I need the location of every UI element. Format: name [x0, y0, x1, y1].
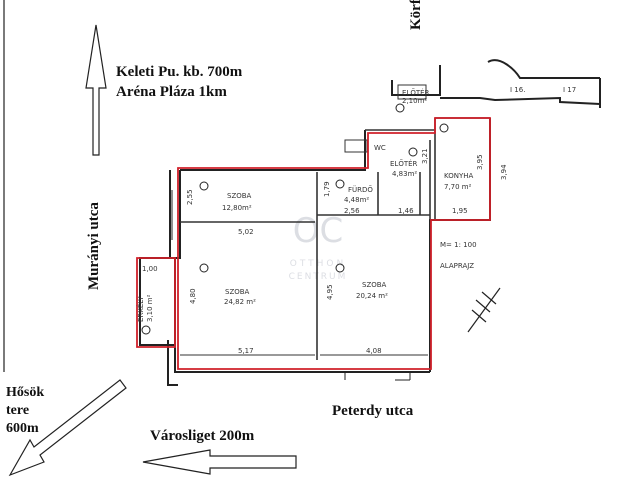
arrow-down-left-icon [8, 379, 127, 477]
peterdy-label: Peterdy utca [332, 403, 414, 419]
room-wc: WC [374, 144, 386, 152]
room-eloter-name: ELŐTÉR [390, 159, 418, 168]
muranyi-label: Murányi utca [86, 202, 102, 290]
dim-100: 1,00 [142, 265, 158, 273]
interior-walls [180, 84, 490, 360]
marker-i16: I 16. [510, 86, 525, 94]
hosok-label-3: 600m [6, 421, 39, 436]
keleti-label: Keleti Pu. kb. 700m [116, 64, 243, 80]
street-tick-marks [344, 372, 411, 381]
marker-i17: I 17 [563, 86, 576, 94]
windows [171, 190, 410, 373]
dim-517: 5,17 [238, 347, 254, 355]
dim-146: 1,46 [398, 207, 414, 215]
room-eloter2-name: ELŐTÉR [402, 88, 430, 97]
room-eloter2-area: 2,10m² [402, 97, 427, 105]
dim-394: 3,94 [500, 164, 508, 180]
room-konyha-area: 7,70 m² [444, 183, 472, 191]
room-eloter-area: 4,83m² [392, 170, 417, 178]
varosliget-label: Városliget 200m [150, 428, 255, 444]
room-konyha-name: KONYHA [444, 172, 473, 180]
arrow-up-icon [85, 24, 107, 156]
arrow-left-icon [142, 449, 297, 475]
room-szoba3-name: SZOBA [362, 281, 387, 289]
dim-195: 1,95 [452, 207, 468, 215]
apartment-boundary [136, 117, 491, 370]
korfolyoso-label: Körfolyosó [408, 0, 425, 30]
room-szoba1-area: 12,80m² [222, 204, 252, 212]
dim-321: 3,21 [421, 148, 429, 164]
room-erkely-name: ERKÉLY [136, 296, 145, 322]
dim-480: 4,80 [189, 288, 197, 304]
north-arrow-icon [467, 287, 501, 333]
dim-179: 1,79 [323, 181, 331, 197]
dim-395: 3,95 [476, 154, 484, 170]
arena-label: Aréna Pláza 1km [116, 84, 227, 100]
dim-255: 2,55 [186, 189, 194, 205]
scale-label: M= 1: 100 [440, 241, 477, 249]
room-szoba2-name: SZOBA [225, 288, 250, 296]
dim-502: 5,02 [238, 228, 254, 236]
watermark-logo: OC [293, 211, 344, 251]
hosok-label-1: Hősök [6, 385, 45, 400]
watermark-top: OTTHON [290, 259, 347, 269]
room-szoba2-area: 24,82 m² [224, 298, 256, 306]
room-furdo-area: 4,48m² [344, 196, 369, 204]
room-markers [141, 103, 449, 335]
dim-256: 2,56 [344, 207, 360, 215]
plan-title: ALAPRAJZ [440, 262, 474, 270]
dim-408: 4,08 [366, 347, 382, 355]
dim-495: 4,95 [326, 284, 334, 300]
room-szoba1-name: SZOBA [227, 192, 252, 200]
watermark-bottom: CENTRUM [289, 272, 348, 282]
hosok-label-2: tere [6, 403, 30, 418]
room-szoba3-area: 20,24 m² [356, 292, 388, 300]
room-erkely-area: 3,10 m² [146, 294, 154, 322]
room-furdo-name: FÜRDŐ [348, 185, 373, 194]
